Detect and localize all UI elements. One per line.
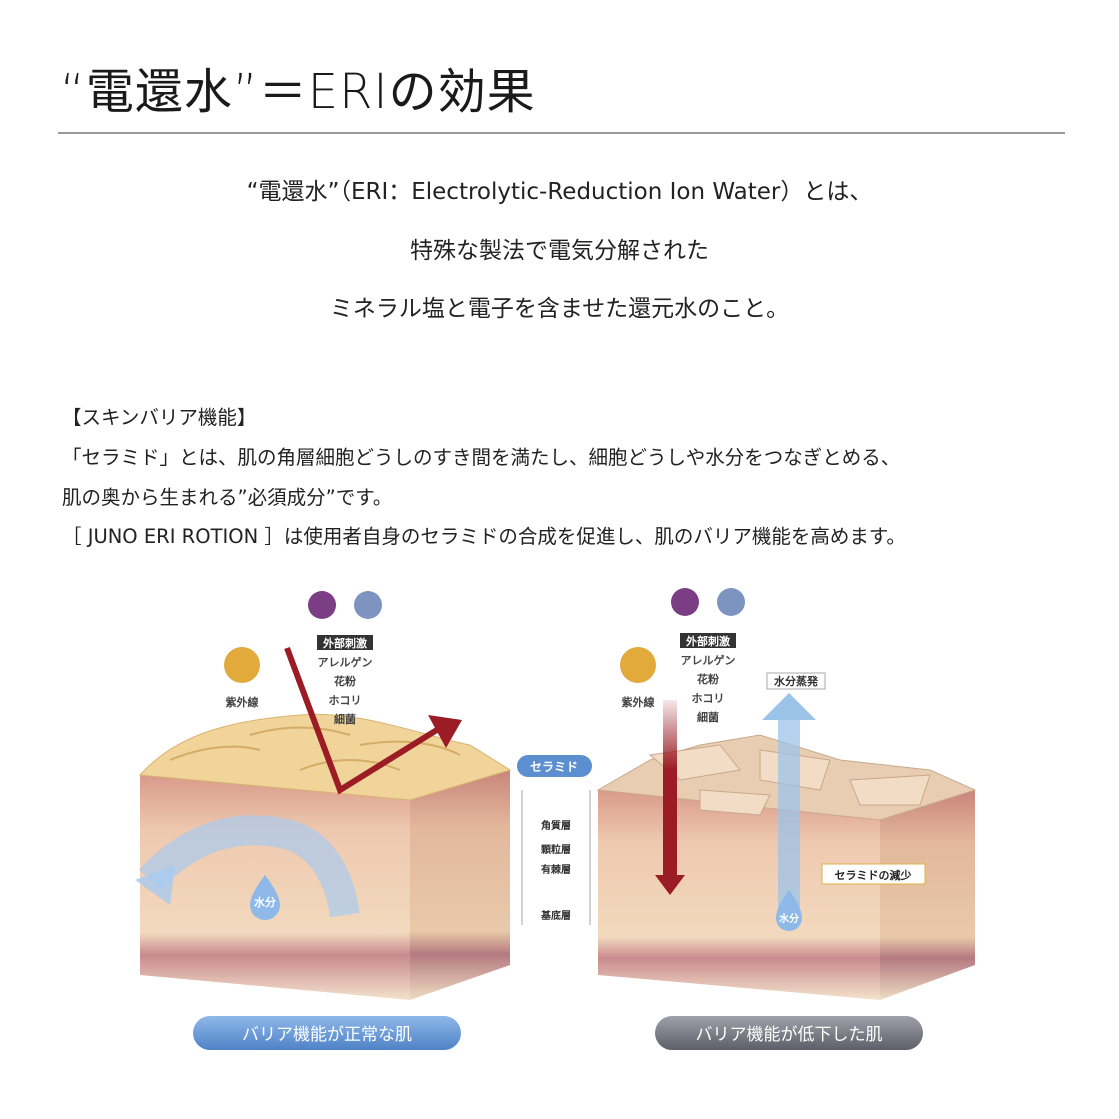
illustration-shape (428, 715, 462, 748)
layer-label: 基底層 (540, 909, 571, 922)
illustration-shape (140, 775, 410, 1000)
sun-icon (620, 647, 656, 683)
layer-label: 有棘層 (541, 863, 571, 876)
illustration-shape (762, 693, 816, 720)
section-line: 「セラミド」とは、肌の角層細胞どうしのすき間を満たし、細胞どうしや水分をつなぎと… (62, 446, 901, 469)
illustration-shape: セラミド (530, 760, 578, 774)
external-stimulus-label: 外部刺激 (322, 636, 367, 650)
section-line: 肌の奥から生まれる”必須成分”です。 (62, 486, 393, 509)
irritant-label: 花粉 (697, 672, 719, 686)
irritant-label: ホコリ (692, 692, 725, 705)
irritant-label: 細菌 (334, 712, 356, 726)
divider (58, 132, 1065, 134)
illustration-shape (317, 635, 373, 650)
illustration-shape (655, 875, 685, 895)
section-heading: 【スキンバリア機能】 (62, 406, 257, 429)
illustration-shape (598, 790, 880, 1000)
irritant-label: 花粉 (334, 674, 356, 688)
ceramide-decrease-label: セラミドの減少 (835, 868, 912, 882)
illustration-shape (521, 790, 591, 925)
illustration-shape (138, 815, 360, 918)
healthy-caption-pill (193, 1016, 461, 1050)
irritant-label: ホコリ (329, 694, 362, 707)
layer-label: 角質層 (541, 819, 571, 832)
irritant-label: アレルゲン (318, 655, 373, 669)
evaporation-arrow (778, 712, 800, 912)
illustration-shape (680, 633, 736, 648)
illustration-shape (821, 863, 926, 885)
illustration-shape (169, 726, 461, 771)
moisture-label: 水分 (778, 912, 799, 925)
irritant-label: アレルゲン (681, 653, 736, 667)
uv-label: 紫外線 (226, 695, 259, 709)
intro-line: “電還水”（ERI：Electrolytic-Reduction Ion Wat… (246, 179, 873, 205)
virus-icon (717, 588, 745, 616)
germ-icon (308, 591, 336, 619)
layer-label: 顆粒層 (541, 843, 571, 856)
virus-icon (354, 591, 382, 619)
illustration-shape (135, 865, 175, 905)
ceramide-badge (517, 755, 592, 777)
illustration-shape (284, 646, 442, 795)
illustration-shape (410, 770, 510, 1000)
irritant-label: 細菌 (697, 710, 719, 724)
uv-arrow-down (663, 700, 677, 875)
page-title: “電還水”＝ERIの効果 (60, 64, 536, 120)
intro-line: ミネラル塩と電子を含ませた還元水のこと。 (329, 296, 790, 322)
germ-icon (671, 588, 699, 616)
section-line: ［ JUNO ERI ROTION ］は使用者自身のセラミドの合成を促進し、肌の… (62, 525, 906, 548)
external-stimulus-label: 外部刺激 (685, 634, 730, 648)
sun-icon (224, 647, 260, 683)
moisture-label: 水分 (254, 895, 276, 909)
damaged-caption: バリア機能が低下した肌 (696, 1025, 883, 1045)
illustration-shape (880, 790, 975, 1000)
illustration-shape (766, 672, 826, 690)
illustration-shape (776, 890, 802, 931)
intro-line: 特殊な製法で電気分解された (410, 238, 709, 264)
healthy-caption: バリア機能が正常な肌 (242, 1025, 412, 1045)
damaged-caption-pill (655, 1016, 923, 1050)
evaporation-label: 水分蒸発 (774, 674, 819, 688)
healthy-skin-block: 水分 (135, 646, 512, 1000)
illustration-shape (250, 875, 280, 920)
uv-label: 紫外線 (622, 695, 655, 709)
